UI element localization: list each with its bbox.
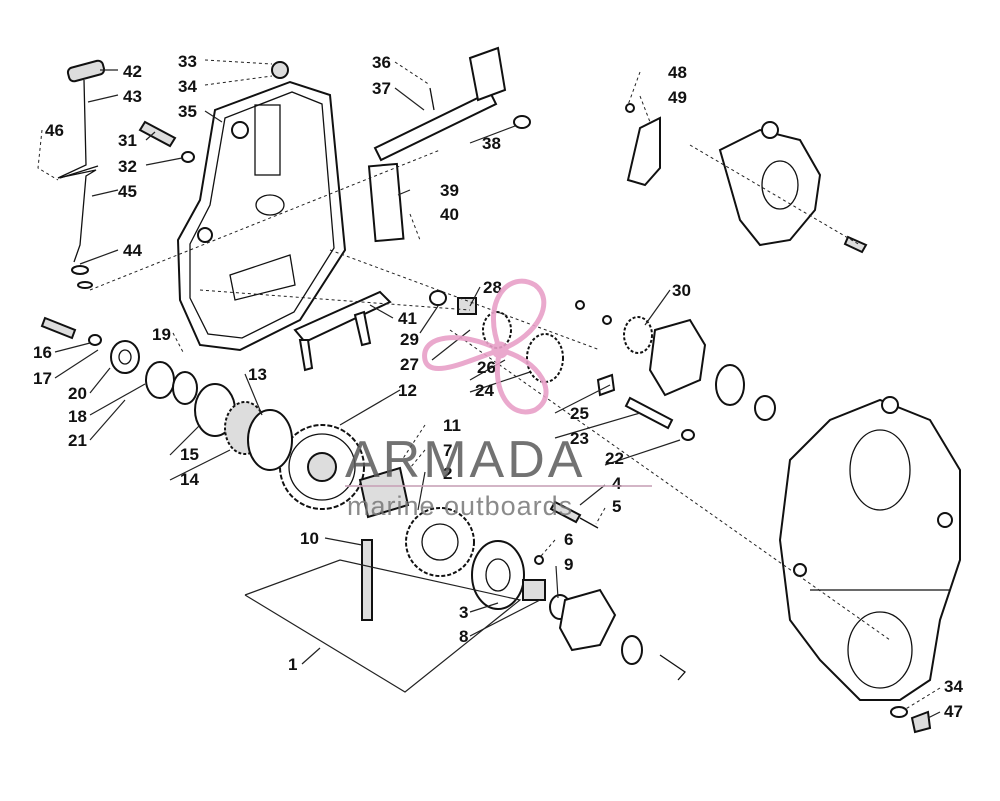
callout-14: 14 <box>180 470 199 489</box>
callout-47: 47 <box>944 702 963 721</box>
shift-shaft <box>373 46 531 162</box>
callout-34-top: 34 <box>178 77 197 96</box>
gear-cluster <box>429 290 776 441</box>
callout-40: 40 <box>440 205 459 224</box>
callout-32: 32 <box>118 157 137 176</box>
callout-38: 38 <box>482 134 501 153</box>
callout-26: 26 <box>477 358 496 377</box>
callout-27: 27 <box>400 355 419 374</box>
callout-36: 36 <box>372 53 391 72</box>
chain-10 <box>361 539 373 621</box>
bearing-housing <box>558 588 686 681</box>
leader-lines <box>37 59 941 719</box>
parts-artwork <box>40 46 961 734</box>
callout-22: 22 <box>605 449 624 468</box>
callout-39: 39 <box>440 181 459 200</box>
gearcase-housing <box>778 396 961 734</box>
small-fasteners <box>534 500 599 565</box>
callout-18: 18 <box>68 407 87 426</box>
callout-7: 7 <box>443 441 452 460</box>
bolt-31 <box>138 120 195 163</box>
callout-8: 8 <box>459 627 468 646</box>
callout-13: 13 <box>248 365 267 384</box>
callout-44: 44 <box>123 241 142 260</box>
callout-28: 28 <box>483 278 502 297</box>
callout-21: 21 <box>68 431 87 450</box>
callout-3: 3 <box>459 603 468 622</box>
callout-29: 29 <box>400 330 419 349</box>
callout-15: 15 <box>180 445 199 464</box>
callout-24: 24 <box>475 381 494 400</box>
callout-45: 45 <box>118 182 137 201</box>
callout-43: 43 <box>123 87 142 106</box>
clutch-stack <box>40 316 293 471</box>
callout-35: 35 <box>178 102 197 121</box>
chaincase-cover <box>176 61 347 352</box>
watermark-tagline: marine outboards <box>347 491 573 521</box>
callout-48: 48 <box>668 63 687 82</box>
callout-12: 12 <box>398 381 417 400</box>
upper-gearbox <box>625 103 868 254</box>
callout-30: 30 <box>672 281 691 300</box>
watermark-brand: ARMADA <box>345 431 585 489</box>
dipstick-assembly <box>57 59 106 289</box>
propeller-logo-icon <box>422 278 549 415</box>
callout-46: 46 <box>45 121 64 140</box>
callout-16: 16 <box>33 343 52 362</box>
callout-5: 5 <box>612 497 621 516</box>
callout-2: 2 <box>443 464 452 483</box>
callout-9: 9 <box>564 555 573 574</box>
sprocket-2 <box>358 466 475 577</box>
armada-watermark: ARMADA marine outboards <box>345 278 652 521</box>
callout-6: 6 <box>564 530 573 549</box>
callout-33: 33 <box>178 52 197 71</box>
plate-39 <box>367 162 405 243</box>
callout-49: 49 <box>668 88 687 107</box>
callout-20: 20 <box>68 384 87 403</box>
callout-25: 25 <box>570 404 589 423</box>
callout-42: 42 <box>123 62 142 81</box>
callout-19: 19 <box>152 325 171 344</box>
callout-10: 10 <box>300 529 319 548</box>
bracket-41 <box>293 290 392 372</box>
callout-4: 4 <box>612 474 622 493</box>
sprocket-12 <box>279 424 365 510</box>
disc-3 <box>471 540 571 620</box>
callout-23: 23 <box>570 429 589 448</box>
callout-labels: 42 43 46 31 32 45 44 33 34 35 36 37 38 3… <box>33 52 963 721</box>
callout-17: 17 <box>33 369 52 388</box>
callout-41: 41 <box>398 309 417 328</box>
callout-37: 37 <box>372 79 391 98</box>
callout-1: 1 <box>288 655 297 674</box>
callout-11: 11 <box>443 416 461 435</box>
callout-31: 31 <box>118 131 137 150</box>
callout-34-bottom: 34 <box>944 677 963 696</box>
